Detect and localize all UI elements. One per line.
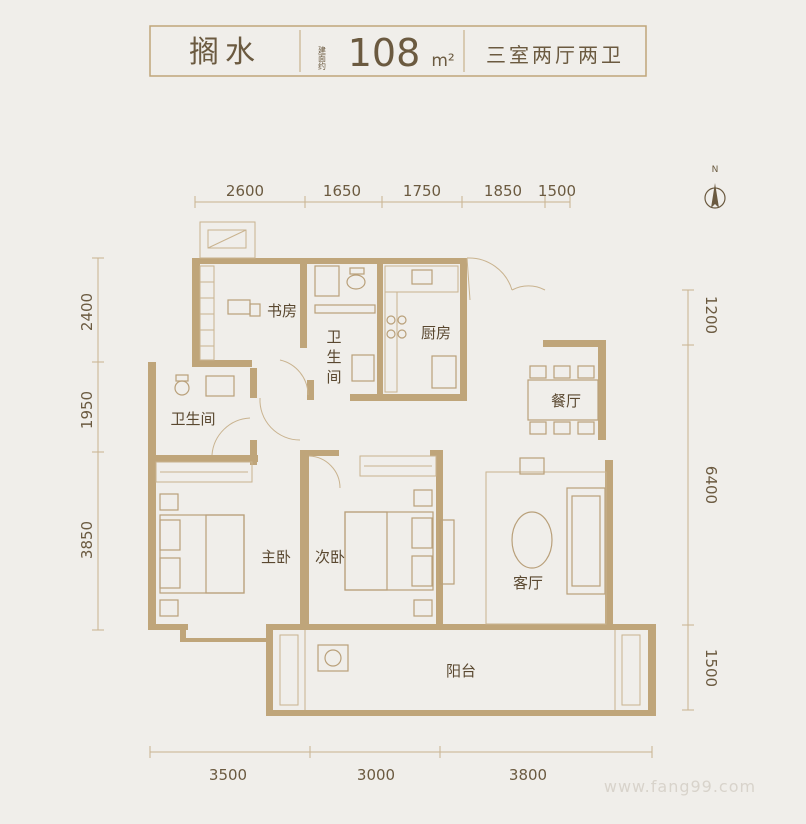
dim-right-3: 1500	[702, 649, 720, 687]
walls	[148, 258, 656, 716]
dim-top-4: 1850	[484, 182, 522, 200]
compass-label: N	[712, 165, 719, 175]
compass-icon: N	[704, 165, 726, 209]
layout-type: 三室两厅两卫	[486, 43, 624, 67]
room-bath-center-3: 间	[326, 368, 341, 386]
dim-bottom-2: 3000	[357, 766, 395, 784]
header-frame	[149, 25, 647, 77]
dim-top-2: 1650	[323, 182, 361, 200]
room-bath-center-2: 生	[326, 348, 341, 366]
dim-left-3: 3850	[78, 521, 96, 559]
dim-left-2: 1950	[78, 391, 96, 429]
room-bath-center-1: 卫	[326, 328, 341, 346]
dimension-lines	[92, 196, 694, 758]
room-dining: 餐厅	[551, 392, 581, 410]
unit-name: 搁水	[189, 35, 261, 70]
watermark: www.fang99.com	[604, 777, 756, 796]
room-study: 书房	[267, 302, 297, 320]
room-second-bedroom: 次卧	[315, 548, 345, 566]
dim-right-2: 6400	[702, 466, 720, 504]
dim-top-1: 2600	[226, 182, 264, 200]
dim-top-3: 1750	[403, 182, 441, 200]
dim-left-1: 2400	[78, 293, 96, 331]
area-value: 108	[348, 31, 421, 75]
dimension-labels: 2600 1650 1750 1850 1500 2400 1950 3850 …	[78, 182, 720, 784]
header: 搁水 建面约 108 m² 三室两厅两卫	[149, 25, 647, 77]
room-bath-left: 卫生间	[170, 410, 215, 428]
room-living: 客厅	[513, 574, 543, 592]
room-balcony: 阳台	[446, 662, 476, 680]
dim-bottom-3: 3800	[509, 766, 547, 784]
area-unit: m²	[431, 51, 454, 71]
area-prefix: 建面约	[318, 45, 327, 71]
dim-bottom-1: 3500	[209, 766, 247, 784]
dim-right-1: 1200	[702, 296, 720, 334]
fixtures	[155, 221, 641, 710]
room-kitchen: 厨房	[421, 324, 451, 342]
dim-top-5: 1500	[538, 182, 576, 200]
room-labels: 书房 卫 生 间 厨房 餐厅 卫生间 主卧 次卧 客厅 阳台	[170, 302, 581, 680]
room-master-bedroom: 主卧	[261, 548, 291, 566]
